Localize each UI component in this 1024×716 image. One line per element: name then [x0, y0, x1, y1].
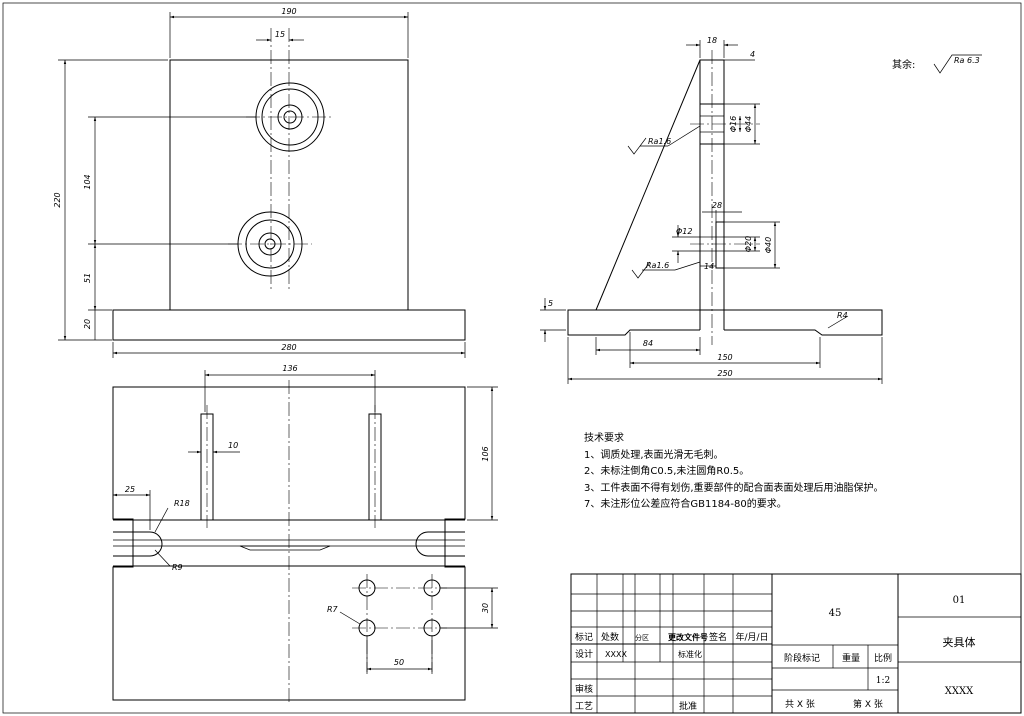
requirement-item: 2、未标注倒角C0.5,未注圆角R0.5。 [584, 464, 749, 477]
dim-10: 10 [228, 441, 238, 450]
dim-r9: R9 [172, 563, 183, 572]
requirement-item: 7、未注形位公差应符合GB1184-80的要求。 [584, 497, 787, 510]
tb-change-doc: 更改文件号 [668, 632, 708, 642]
dim-r7: R7 [327, 605, 339, 614]
tb-sign: 签名 [709, 631, 727, 643]
tb-count: 处数 [601, 631, 619, 643]
ra-mid: Ra1.6 [646, 261, 669, 270]
dim-190: 190 [281, 7, 296, 16]
side-section-view: 18 4 Φ44 Φ16 Ra1.6 28 Φ40 Φ20 Φ12 [540, 36, 883, 384]
dim-20: 20 [83, 319, 92, 329]
ra-top: Ra1.6 [648, 137, 671, 146]
tb-ratio: 1:2 [876, 676, 890, 686]
dim-106: 106 [481, 446, 490, 461]
tb-zone: 分区 [635, 633, 649, 642]
tb-date: 年/月/日 [735, 631, 768, 643]
dim-d16: Φ16 [729, 116, 738, 132]
dim-d40: Φ40 [764, 237, 773, 253]
dim-r18: R18 [174, 499, 190, 508]
tb-company: XXXX [945, 686, 974, 697]
requirements-title: 技术要求 [584, 431, 624, 444]
dim-r4: R4 [837, 311, 848, 320]
u-slot-right [415, 531, 465, 557]
tb-standardize: 标准化 [678, 649, 702, 659]
dim-d44: Φ44 [744, 116, 753, 132]
dim-25: 25 [125, 485, 135, 494]
dim-50: 50 [394, 658, 404, 667]
tb-sheets: 共 X 张 [785, 699, 815, 710]
dim-d20: Φ20 [744, 236, 753, 252]
tb-approve: 批准 [679, 700, 697, 712]
dim-280: 280 [281, 343, 296, 352]
u-slot-left [113, 531, 163, 557]
upper-boss [246, 82, 334, 152]
tb-designer: XXXX [605, 650, 627, 659]
technical-requirements: 技术要求 1、调质处理,表面光滑无毛刺。 2、未标注倒角C0.5,未注圆角R0.… [584, 431, 884, 510]
base-section-right [723, 309, 883, 336]
front-base-outline [112, 309, 466, 341]
tb-stage: 阶段标记 [784, 652, 820, 664]
top-outline [112, 386, 466, 701]
tb-process: 工艺 [575, 701, 593, 712]
tb-review: 审核 [575, 683, 593, 695]
tb-sheet-no: 第 X 张 [853, 698, 883, 710]
rib-outline [595, 59, 701, 311]
base-section-left [567, 309, 701, 336]
tb-ratio-label: 比例 [874, 652, 892, 664]
dim-5: 5 [548, 299, 553, 308]
dim-220: 220 [53, 192, 62, 207]
dim-28: 28 [712, 201, 722, 210]
dim-51: 51 [83, 273, 92, 283]
dim-150: 150 [717, 353, 732, 362]
title-block: 标记 处数 分区 更改文件号 签名 年/月/日 设计 XXXX 标准化 审核 工… [570, 573, 1022, 714]
dim-104: 104 [83, 174, 92, 189]
dim-14: 14 [704, 262, 714, 271]
surface-note-label: 其余: [892, 58, 915, 71]
tb-material: 45 [829, 608, 842, 619]
dim-136: 136 [282, 364, 297, 373]
dim-d12: Φ12 [676, 227, 692, 236]
surface-roughness-note: 其余: Ra 6.3 [892, 54, 982, 74]
top-view: 136 106 10 25 R18 R9 R7 30 50 [112, 364, 498, 705]
lower-bore [715, 221, 725, 269]
requirement-item: 3、工件表面不得有划伤,重要部件的配合面表面处理后用油脂保护。 [584, 481, 884, 494]
surface-note-value: Ra 6.3 [954, 56, 980, 65]
requirement-item: 1、调质处理,表面光滑无毛刺。 [584, 448, 724, 461]
dim-4: 4 [750, 50, 755, 59]
dim-15: 15 [275, 30, 285, 39]
tb-design: 设计 [575, 648, 593, 660]
tb-mark: 标记 [575, 631, 593, 643]
dim-30: 30 [481, 603, 490, 613]
dim-250: 250 [717, 369, 732, 378]
front-view: 190 15 220 104 51 20 280 [53, 7, 466, 358]
dim-18: 18 [707, 36, 717, 45]
tb-weight: 重量 [842, 652, 860, 664]
lower-boss [228, 211, 312, 277]
dim-84: 84 [643, 339, 653, 348]
tb-code: 01 [953, 595, 966, 606]
tb-part-name: 夹具体 [943, 635, 976, 649]
